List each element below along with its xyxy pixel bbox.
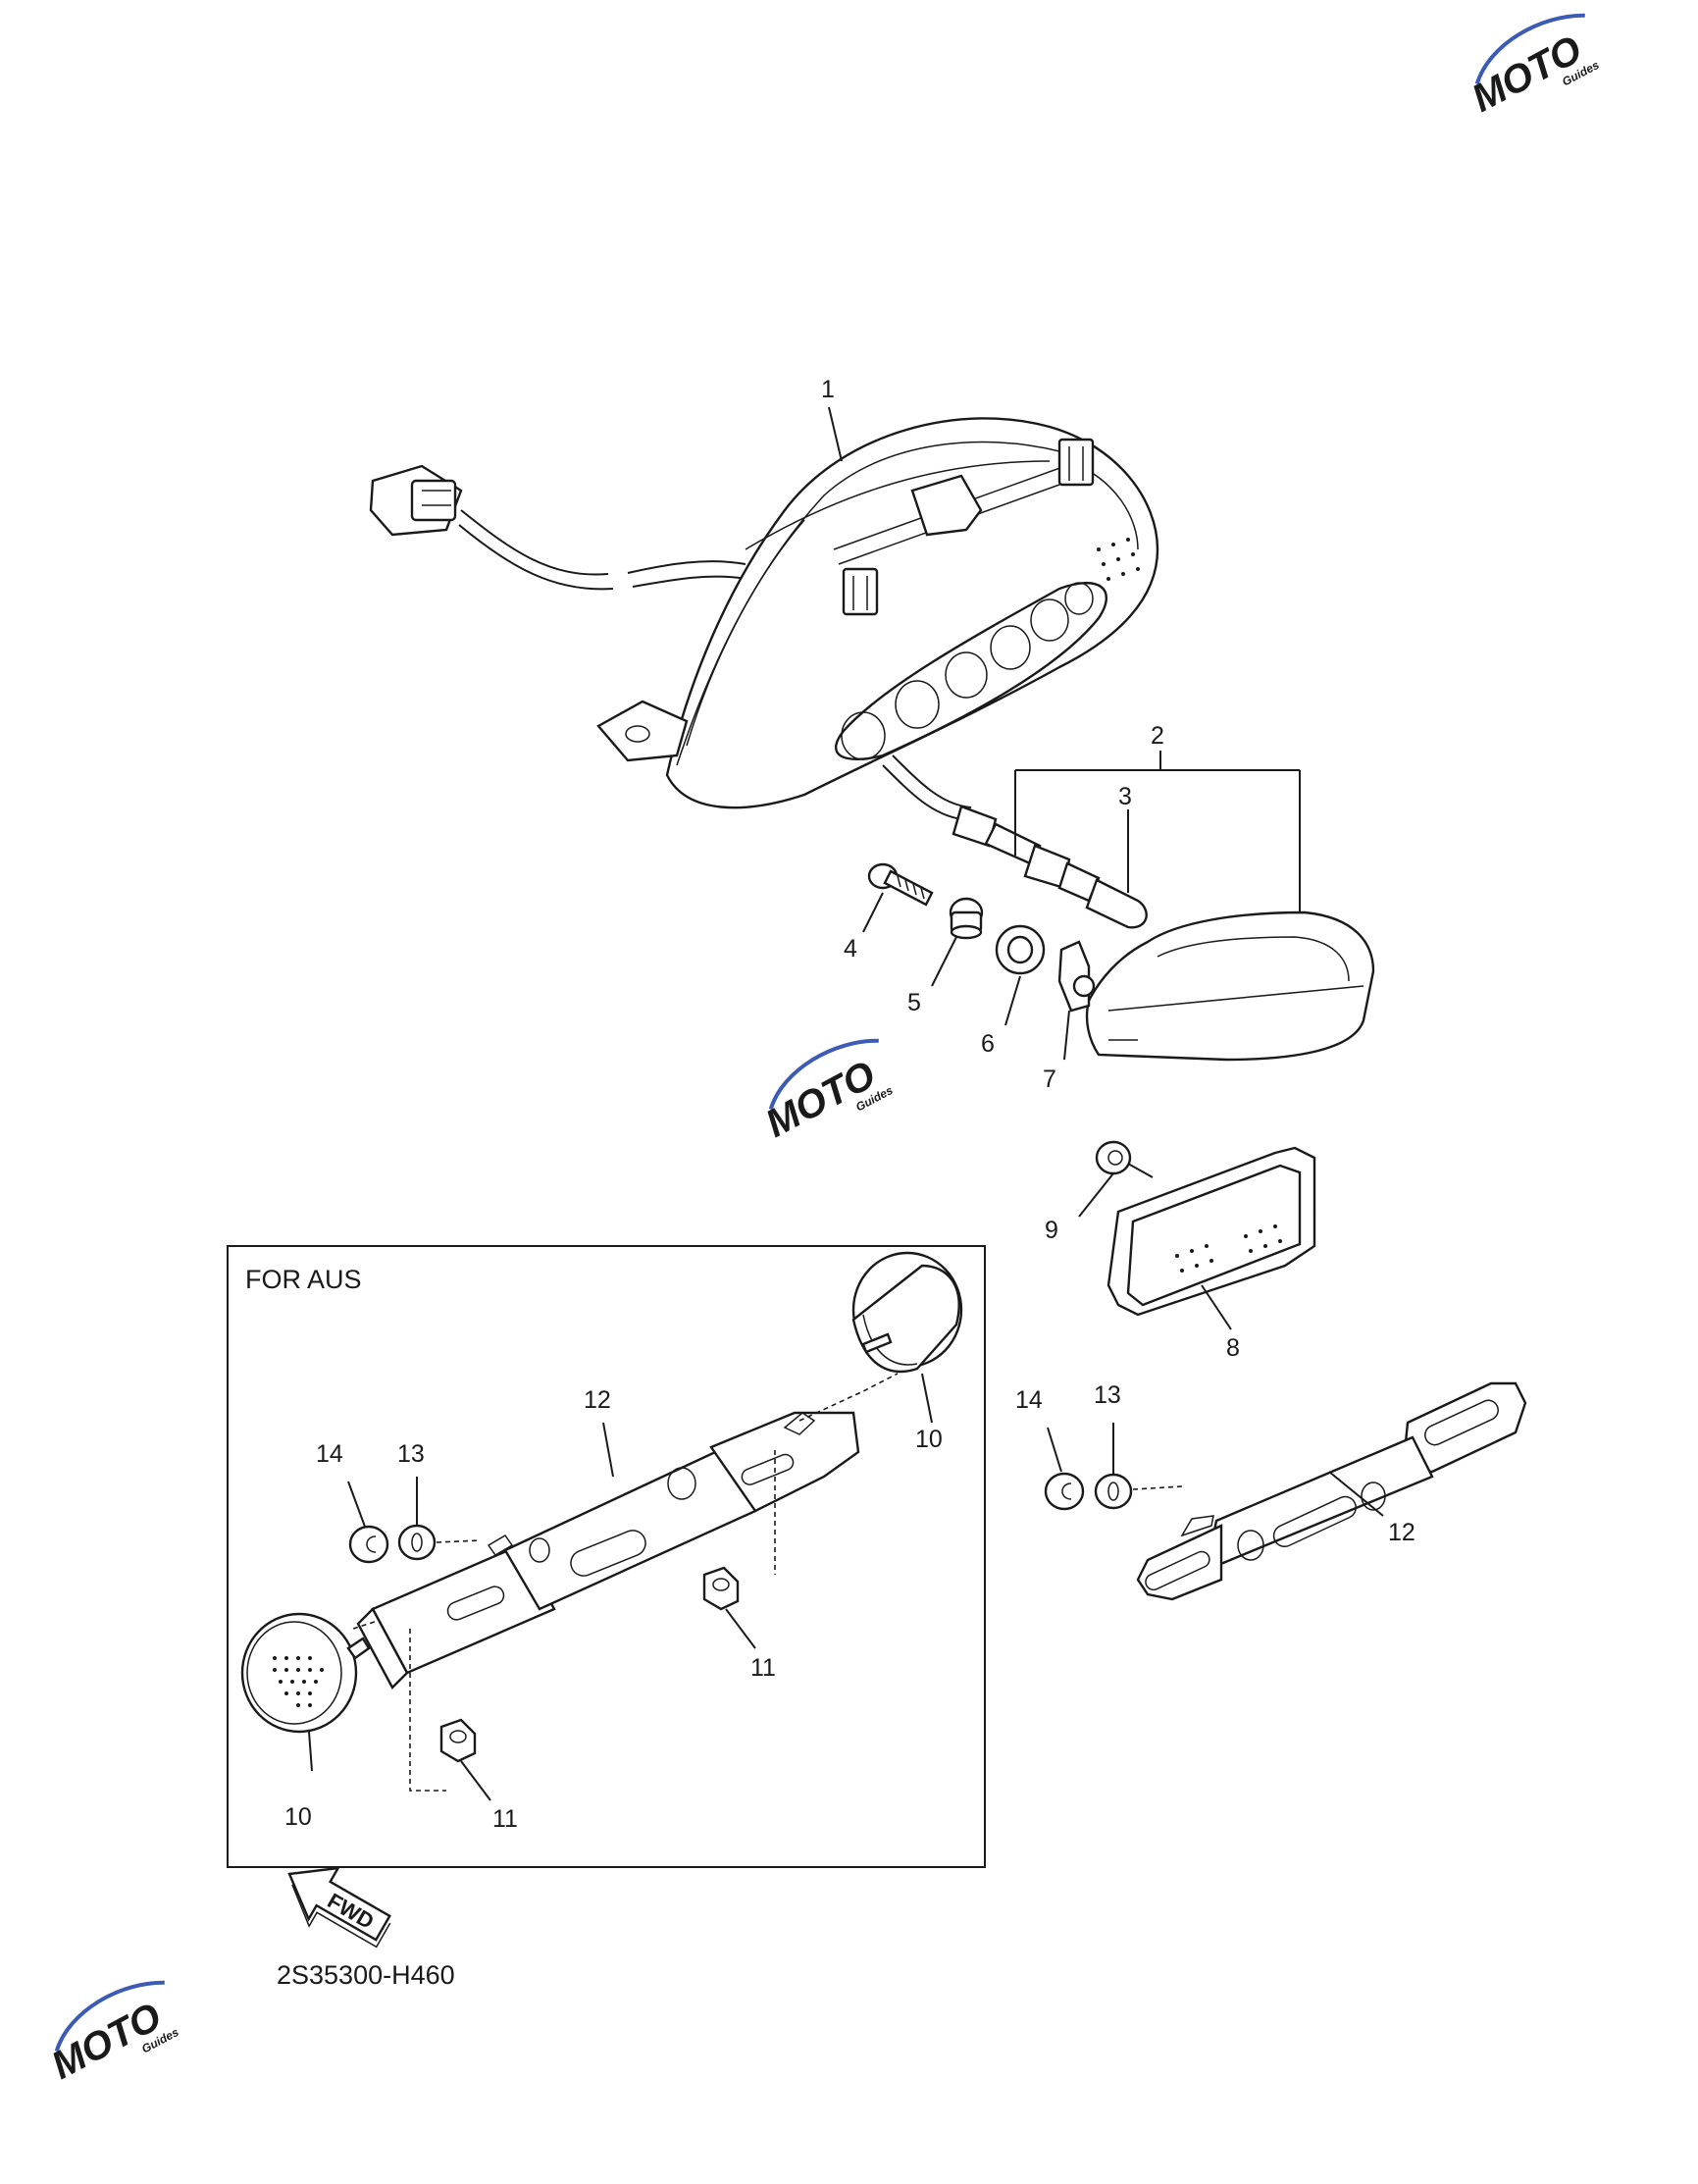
part-10-flasher-upper xyxy=(851,1251,963,1374)
leader-14-right xyxy=(1047,1427,1062,1473)
leader-7 xyxy=(1063,1010,1070,1061)
leader-9-to-8 xyxy=(1127,1163,1154,1178)
leader-2 xyxy=(1014,751,1301,912)
part-9-nut xyxy=(1095,1140,1132,1175)
callout-4: 4 xyxy=(844,935,857,962)
part-12-bracket-right xyxy=(1136,1381,1527,1601)
leader-1 xyxy=(828,406,843,462)
part-13-washer-right xyxy=(1094,1473,1133,1510)
dash-nut-11-lower xyxy=(409,1629,446,1792)
part-10-flasher-lower xyxy=(240,1612,371,1734)
leader-8 xyxy=(1201,1284,1232,1330)
fwd-arrow: FWD xyxy=(287,1866,391,1949)
watermark-logo-middle: MOTO Guides xyxy=(759,1038,896,1146)
leader-5 xyxy=(931,936,957,987)
callout-11-lower: 11 xyxy=(492,1805,518,1833)
leader-11-upper xyxy=(725,1608,756,1649)
callout-11-upper: 11 xyxy=(750,1654,776,1682)
part-14-nut-inset xyxy=(348,1525,389,1564)
flasher-lens-dots xyxy=(273,1656,324,1707)
part-13-washer-inset xyxy=(397,1524,437,1561)
watermark-logo-bottom-left: MOTO Guides xyxy=(45,1980,181,2088)
leader-14-inset xyxy=(347,1481,366,1528)
dash-13-inset xyxy=(436,1539,482,1543)
part-1-taillight-assembly xyxy=(369,417,1159,820)
part-2-socket-cord xyxy=(952,805,1101,903)
leader-4 xyxy=(862,892,884,933)
diagram-code: 2S35300-H460 xyxy=(277,1960,455,1990)
reflector-dots xyxy=(1097,538,1140,581)
callout-10-upper: 10 xyxy=(915,1426,943,1453)
leader-10-lower xyxy=(308,1731,313,1772)
leader-10-upper xyxy=(921,1373,933,1424)
part-4-screw xyxy=(867,862,934,907)
callout-6: 6 xyxy=(981,1030,995,1058)
callout-7: 7 xyxy=(1043,1066,1056,1093)
leader-11-lower xyxy=(460,1760,491,1801)
part-3-bulb xyxy=(1085,878,1148,929)
callout-5: 5 xyxy=(907,989,921,1016)
callout-3: 3 xyxy=(1118,783,1132,810)
part-11-nut-lower xyxy=(439,1718,477,1763)
part-11-nut-upper xyxy=(702,1566,740,1611)
callout-13-inset: 13 xyxy=(397,1440,425,1468)
leader-6 xyxy=(1004,975,1021,1026)
part-12-bracket-inset xyxy=(356,1411,860,1690)
part-7-clip xyxy=(1057,940,1096,1013)
dash-lower-flasher xyxy=(352,1620,379,1630)
callout-13-right: 13 xyxy=(1094,1381,1121,1409)
leader-9 xyxy=(1078,1172,1114,1218)
watermark-logo-top-right: MOTO Guides xyxy=(1466,13,1602,121)
wire-connector xyxy=(369,464,748,591)
callout-1: 1 xyxy=(821,376,835,403)
license-light-cover xyxy=(1085,910,1375,1062)
callout-14-right: 14 xyxy=(1015,1386,1043,1414)
inset-box-for-aus: FOR AUS xyxy=(227,1245,986,1868)
callout-2: 2 xyxy=(1151,722,1164,750)
part-14-nut-right xyxy=(1044,1472,1085,1511)
callout-10-lower: 10 xyxy=(284,1803,312,1831)
leader-12-right xyxy=(1328,1471,1384,1517)
lens-pattern-dots xyxy=(1175,1224,1282,1273)
leader-12-inset xyxy=(602,1422,614,1478)
callout-9: 9 xyxy=(1045,1217,1058,1244)
callout-12-inset: 12 xyxy=(584,1386,611,1414)
part-6-grommet xyxy=(995,924,1046,975)
callout-8: 8 xyxy=(1226,1334,1240,1362)
dash-13-right xyxy=(1132,1485,1183,1490)
callout-14-inset: 14 xyxy=(316,1440,343,1468)
part-5-collar xyxy=(949,897,984,940)
callout-12-right: 12 xyxy=(1388,1519,1415,1546)
part-8-license-lens xyxy=(1106,1146,1316,1317)
inset-label: FOR AUS xyxy=(245,1265,362,1294)
